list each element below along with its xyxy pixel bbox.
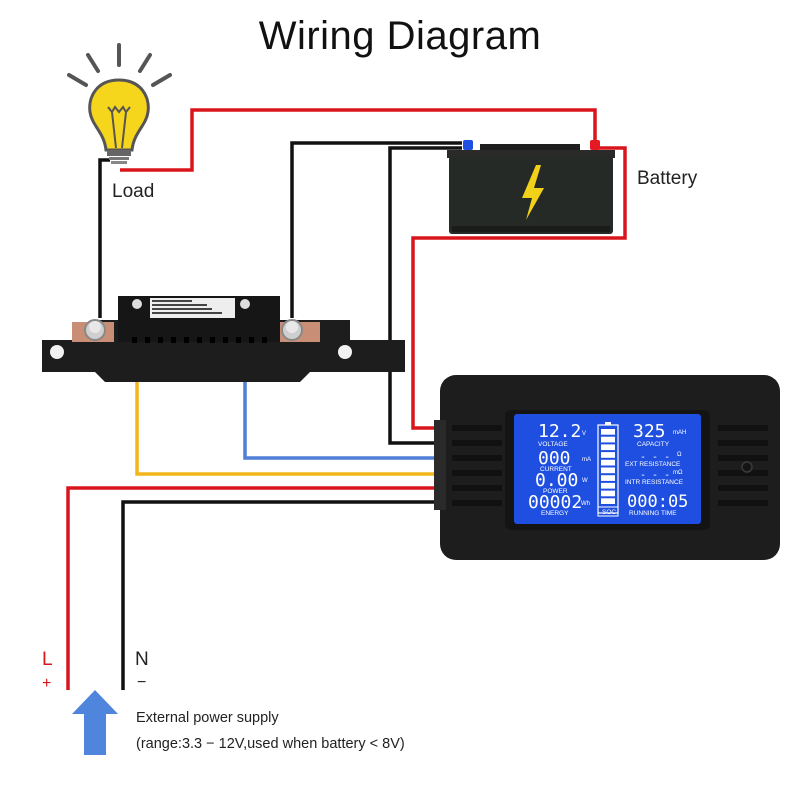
energy-unit: Wh [581, 501, 590, 507]
wire-external-positive [66, 486, 440, 690]
energy-value: 00002 [528, 492, 582, 513]
current-value: 000 [538, 448, 571, 469]
soc-segment [601, 452, 615, 458]
battery-icon [447, 140, 615, 234]
soc-bar: SOC [597, 422, 619, 517]
power-label: POWER [543, 488, 568, 495]
meter-power-button[interactable] [741, 461, 753, 473]
battery-monitor-meter: 12.2 V VOLTAGE 000 mA CURRENT 0.00 W POW… [434, 375, 780, 560]
soc-segment [601, 436, 615, 443]
soc-segment [601, 467, 615, 474]
soc-segment [601, 475, 615, 481]
intr-resistance-label: INTR RESISTANCE [625, 479, 684, 486]
running-time-value: 000:05 [627, 492, 688, 512]
soc-label: SOC [602, 509, 616, 516]
power-unit: W [582, 478, 588, 484]
neutral-label: N [135, 649, 149, 670]
ext-resistance-label: EXT RESISTANCE [625, 461, 681, 468]
wire-load-positive [120, 108, 597, 172]
light-bulb-icon [67, 43, 172, 164]
capacity-unit: mAH [673, 430, 686, 436]
wire-external-negative [121, 500, 440, 690]
battery-negative-terminal [463, 140, 473, 150]
soc-segment [601, 459, 615, 466]
diagram-title: Wiring Diagram [258, 14, 542, 58]
power-value: 0.00 [535, 470, 578, 491]
energy-label: ENERGY [541, 510, 569, 517]
positive-label: + [42, 675, 52, 692]
voltage-unit: V [582, 431, 586, 437]
wires [66, 108, 627, 690]
voltage-label: VOLTAGE [538, 441, 568, 448]
battery-positive-terminal [590, 140, 600, 150]
running-time-label: RUNNING TIME [629, 510, 677, 517]
wire-battery-positive-meter [411, 146, 627, 430]
battery-label: Battery [637, 168, 698, 189]
soc-segment [601, 444, 615, 451]
shunt-resistor [42, 296, 405, 382]
wire-shunt-battery-negative [290, 141, 462, 318]
wire-load-negative [98, 158, 110, 318]
up-arrow-icon [72, 690, 118, 755]
external-supply-title: External power supply [136, 710, 279, 726]
negative-label: − [137, 674, 147, 691]
intr-resistance-unit: mΩ [673, 470, 683, 476]
soc-segment [601, 482, 615, 489]
load-label: Load [112, 181, 155, 202]
shunt-left-terminal [84, 319, 106, 341]
capacity-value: 325 [633, 421, 666, 442]
shunt-right-terminal [281, 319, 303, 341]
wire-battery-negative-meter [388, 146, 462, 445]
ext-resistance-value: - - - [640, 452, 670, 463]
current-label: CURRENT [540, 466, 572, 473]
voltage-value: 12.2 [538, 421, 581, 442]
line-label: L [42, 649, 53, 670]
external-supply-range: (range:3.3 − 12V,used when battery < 8V) [136, 736, 405, 752]
current-unit: mA [582, 457, 591, 463]
soc-segment [601, 490, 615, 497]
soc-segment [601, 429, 615, 435]
intr-resistance-value: - - - [640, 470, 670, 481]
capacity-label: CAPACITY [637, 441, 670, 448]
ext-resistance-unit: Ω [677, 452, 682, 458]
soc-segment [601, 498, 615, 504]
lightning-bolt-icon [522, 165, 544, 220]
